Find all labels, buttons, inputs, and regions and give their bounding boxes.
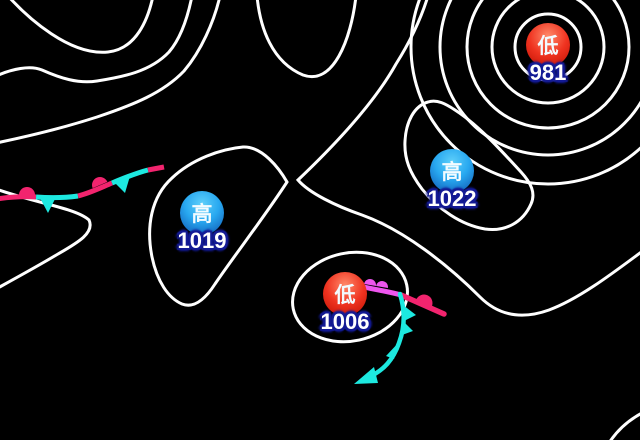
low-center-icon: 低 bbox=[323, 272, 367, 316]
warm-front-semicircle-icon bbox=[376, 281, 388, 289]
high-center-icon: 高 bbox=[430, 149, 474, 193]
cold-front-triangle-icon bbox=[386, 341, 400, 359]
isobar-line bbox=[255, 0, 357, 79]
stationary-front-warm-segment bbox=[0, 194, 37, 201]
isobar-closed-1019 bbox=[148, 145, 289, 307]
high-center-icon: 高 bbox=[180, 191, 224, 235]
high-symbol: 高 bbox=[191, 203, 213, 226]
warm-front-semicircle-icon bbox=[92, 177, 108, 189]
pressure-value: 981 bbox=[529, 60, 567, 85]
cold-front bbox=[354, 291, 416, 384]
stationary-front-warm-segment bbox=[77, 180, 113, 199]
isobar-closed-1006 bbox=[291, 250, 409, 344]
isobar-line bbox=[609, 412, 640, 440]
pressure-value: 1006 bbox=[320, 309, 370, 334]
isobar-ring-981 bbox=[409, 0, 640, 186]
cold-front-triangle-icon bbox=[403, 305, 416, 321]
stationary-front-cold-segment bbox=[35, 193, 79, 201]
isobar-ring-981 bbox=[490, 0, 606, 105]
isobar-line bbox=[0, 0, 221, 144]
isobar-ring-981 bbox=[438, 0, 640, 157]
isobar-line bbox=[295, 0, 640, 317]
stationary-front-warm-segment bbox=[147, 164, 165, 173]
cold-front-triangle-icon bbox=[114, 176, 130, 193]
warm-front-semicircle-icon bbox=[364, 279, 376, 286]
low-symbol: 低 bbox=[537, 35, 559, 58]
pressure-value: 1022 bbox=[427, 186, 477, 211]
warm-front-semicircle-icon bbox=[19, 187, 35, 196]
cold-front-triangle-icon bbox=[402, 322, 413, 335]
isobar-ring-981 bbox=[465, 0, 631, 130]
cold-front-triangle-icon bbox=[40, 197, 56, 213]
pressure-value: 1019 bbox=[177, 228, 227, 253]
isobar-line bbox=[9, 0, 154, 54]
high-symbol: 高 bbox=[441, 161, 463, 184]
warm-front-semicircle-icon bbox=[416, 294, 433, 307]
isobar-ring-981 bbox=[513, 12, 583, 82]
cold-front-end-fork-icon bbox=[354, 367, 378, 384]
warm-front-line-east bbox=[398, 292, 447, 317]
low-center-icon: 低 bbox=[526, 23, 570, 67]
isobar-line bbox=[0, 0, 193, 84]
stationary-front bbox=[0, 164, 165, 213]
low-symbol: 低 bbox=[334, 284, 356, 307]
